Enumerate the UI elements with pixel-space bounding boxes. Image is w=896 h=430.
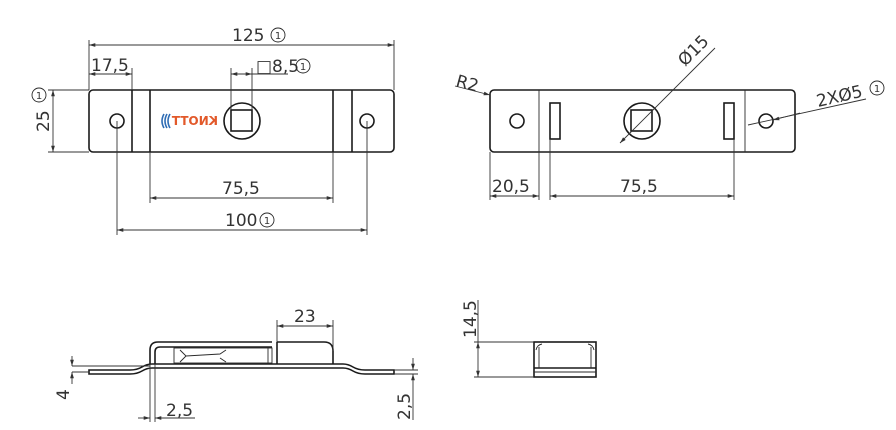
dim-edge-to-divider: 20,5 <box>492 177 530 197</box>
svg-text:1: 1 <box>275 31 281 42</box>
plate-profile <box>88 363 395 375</box>
svg-text:1: 1 <box>300 62 306 73</box>
brand-swoosh-icon <box>161 113 171 129</box>
square-hole <box>230 109 253 132</box>
brand-text: KNOTT <box>171 114 218 128</box>
dim-offset-height: 4 <box>54 389 74 400</box>
slot-right <box>723 102 735 140</box>
dim-hole-spacing: 100 <box>225 211 257 231</box>
dim-hole-spec: 2XØ5 <box>815 82 865 112</box>
dim-divider-span: 75,5 <box>222 179 260 199</box>
ref-mark-icon <box>295 58 311 74</box>
dim-boss-diameter: Ø15 <box>674 32 713 71</box>
dim-overall-length: 125 <box>232 26 264 46</box>
slot-left <box>549 102 561 140</box>
plate-outline <box>489 89 796 153</box>
dim-wall-thickness: 2,5 <box>166 401 193 421</box>
side-view: 23 4 2,5 2,5 <box>54 307 418 422</box>
dim-height: 25 <box>34 110 54 132</box>
ref-mark-icon <box>270 27 286 43</box>
ref-mark-icon <box>31 87 47 103</box>
square-hole <box>630 109 653 132</box>
dim-slot-span: 75,5 <box>620 177 658 197</box>
dim-corner-radius: R2 <box>454 72 481 97</box>
top-view: KNOTT 125 1 17,5 □8,5 1 25 1 <box>31 26 395 235</box>
dim-square-hole: □8,5 <box>256 57 299 77</box>
back-view: Ø15 R2 2XØ5 1 20,5 75,5 <box>454 32 885 200</box>
mount-hole-right <box>758 113 774 129</box>
brand-logo: KNOTT <box>171 114 218 128</box>
spindle-boss <box>223 102 261 140</box>
end-profile <box>533 341 597 378</box>
spindle-boss <box>623 102 661 140</box>
ref-mark-icon <box>259 212 275 228</box>
svg-text:1: 1 <box>874 84 880 95</box>
end-view: 14,5 <box>461 300 597 378</box>
plate-outline <box>88 89 395 153</box>
dim-plate-offset: 2,5 <box>395 393 415 420</box>
dim-edge-to-divider: 17,5 <box>91 56 129 76</box>
dim-height: 14,5 <box>461 300 481 338</box>
mount-hole-left <box>509 113 525 129</box>
svg-text:1: 1 <box>36 91 42 102</box>
dim-housing-length: 23 <box>294 307 316 327</box>
ref-mark-icon <box>869 80 885 96</box>
svg-text:1: 1 <box>264 216 270 227</box>
